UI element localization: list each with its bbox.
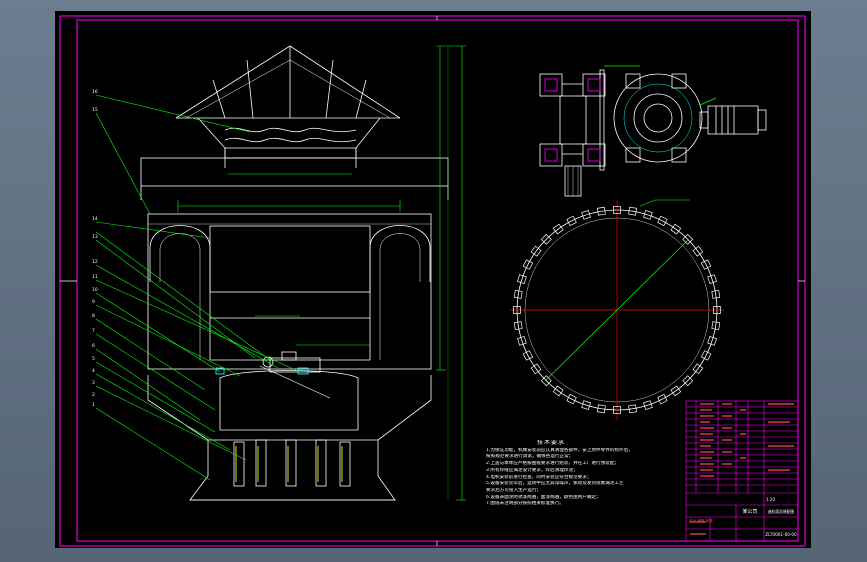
- nozzle-ring-view: [510, 199, 724, 420]
- nozzle-square: [517, 336, 527, 346]
- title-block-text: 1:20 某公司 造粒塔总装配图 ZLT0001-00-00 设计 审核 批准: [686, 401, 798, 541]
- elevation-accents: [215, 367, 343, 482]
- nozzle-square: [596, 404, 606, 414]
- note-line: 按照规范要求进行调试，确保各运行正常；: [486, 454, 574, 460]
- nozzle-square: [713, 306, 721, 314]
- balloon-label: 2: [92, 392, 95, 398]
- housing-circle: [613, 73, 703, 163]
- nozzle-square: [682, 233, 694, 245]
- note-line: 7.图纸未注明部分按照相关标准执行。: [486, 501, 564, 507]
- nozzle-square: [581, 210, 591, 220]
- balloon-label: 13: [92, 234, 98, 240]
- note-line: 5.设备安装完毕后，运转中应无异常噪声，振动及发热现象满足工艺: [486, 481, 624, 487]
- nozzle-square: [552, 385, 564, 397]
- nozzle-square: [692, 245, 704, 257]
- title-block: [685, 400, 799, 542]
- balloon-label: 7: [92, 328, 95, 334]
- balloon-label: 16: [92, 89, 98, 95]
- note-line: 1.为保证功能，机械安装前应认真清理各部件，安上原件零件的损坏后，: [486, 447, 633, 453]
- drive-detail-accents: [544, 65, 717, 162]
- nozzle-square: [517, 274, 527, 284]
- nozzle-square: [530, 363, 542, 375]
- balloon-label: 5: [92, 356, 95, 362]
- nozzle-square: [657, 393, 668, 405]
- nozzle-square: [657, 215, 668, 227]
- drawing-sheet: [55, 11, 811, 548]
- nozzle-square: [513, 289, 523, 299]
- drawing-number: ZLT0001-00-00: [765, 532, 797, 537]
- note-line: 3.所有焊缝应满足设计要求，焊后清理焊渣；: [486, 467, 578, 473]
- nozzle-square: [643, 210, 653, 220]
- drive-motor: [269, 357, 321, 373]
- nozzle-square: [513, 321, 523, 331]
- dimension-lines: [177, 45, 466, 501]
- nozzle-square: [566, 393, 577, 405]
- nozzle-square: [692, 363, 704, 375]
- nozzle-square: [643, 400, 653, 410]
- drive-detail-view: [539, 69, 767, 197]
- break-line: [224, 127, 357, 133]
- note-line: 2.上盖与本体应严格按图纸要求进行组装，并在工厂进行预装配；: [486, 461, 620, 467]
- balloon-label: 14: [92, 216, 98, 222]
- nozzle-square: [628, 206, 638, 216]
- nozzle-square: [581, 400, 591, 410]
- nozzle-square: [711, 321, 721, 331]
- note-line: 6.设备表面涂防锈漆两遍，面漆两遍，颜色由用户确定；: [486, 494, 601, 500]
- balloon-label: 3: [92, 380, 95, 386]
- nozzle-square: [682, 375, 694, 387]
- company-name: 某公司: [742, 509, 758, 515]
- title-block-fill: [690, 403, 794, 535]
- nozzle-square: [613, 206, 621, 214]
- ring-diameter-dim: [545, 239, 689, 381]
- nozzle-square: [707, 274, 717, 284]
- nozzle-square: [540, 233, 552, 245]
- left-arch-duct: [149, 225, 211, 360]
- nozzle-square: [530, 245, 542, 257]
- right-arch-duct: [369, 225, 431, 360]
- balloon-label: 9: [92, 299, 95, 305]
- balloon-label: 1: [92, 402, 95, 408]
- nozzle-square: [596, 206, 606, 216]
- balloon-label: 15: [92, 107, 98, 113]
- balloon-label: 10: [92, 287, 98, 293]
- nozzle-set: [513, 206, 721, 414]
- centering-marks: [60, 16, 805, 546]
- leader-lines: [95, 94, 301, 481]
- note-line: 要求后方可投入生产运行；: [486, 487, 542, 493]
- technical-notes: 技术要求 1.为保证功能，机械安装前应认真清理各部件，安上原件零件的损坏后， 按…: [486, 440, 682, 508]
- nozzle-square: [707, 336, 717, 346]
- nozzle-square: [711, 289, 721, 299]
- balloon-label: 4: [92, 368, 95, 374]
- balloon-label: 6: [92, 343, 95, 349]
- nozzle-square: [700, 350, 712, 361]
- balloon-label: 11: [92, 274, 98, 280]
- balloon-label: 8: [92, 313, 95, 319]
- nozzle-square: [540, 375, 552, 387]
- balloon-labels: 16 15 14 13 12 11 10 9 8 7 6 5 4 3 2 1: [92, 89, 98, 408]
- nozzle-square: [628, 404, 638, 414]
- nozzle-square: [522, 259, 534, 270]
- nozzle-square: [513, 306, 521, 314]
- balloon-label: 12: [92, 259, 98, 265]
- main-elevation-view: [140, 45, 449, 501]
- notes-title: 技术要求: [536, 440, 565, 446]
- nozzle-square: [700, 259, 712, 270]
- nozzle-square: [566, 215, 577, 227]
- nozzle-square: [552, 223, 564, 235]
- scale-text: 1:20: [766, 497, 775, 502]
- sign-row: 设计 审核 批准: [689, 519, 713, 523]
- nozzle-square: [670, 223, 682, 235]
- nozzle-square: [522, 350, 534, 361]
- note-line: 4.电机安装前进行检查，同时安装应符合规范要求；: [486, 474, 592, 480]
- drawing-title: 造粒塔总装配图: [767, 509, 795, 514]
- inner-frame: [76, 19, 799, 542]
- nozzle-square: [670, 385, 682, 397]
- nozzle-square: [613, 406, 621, 414]
- discharge-tubes: [233, 439, 351, 487]
